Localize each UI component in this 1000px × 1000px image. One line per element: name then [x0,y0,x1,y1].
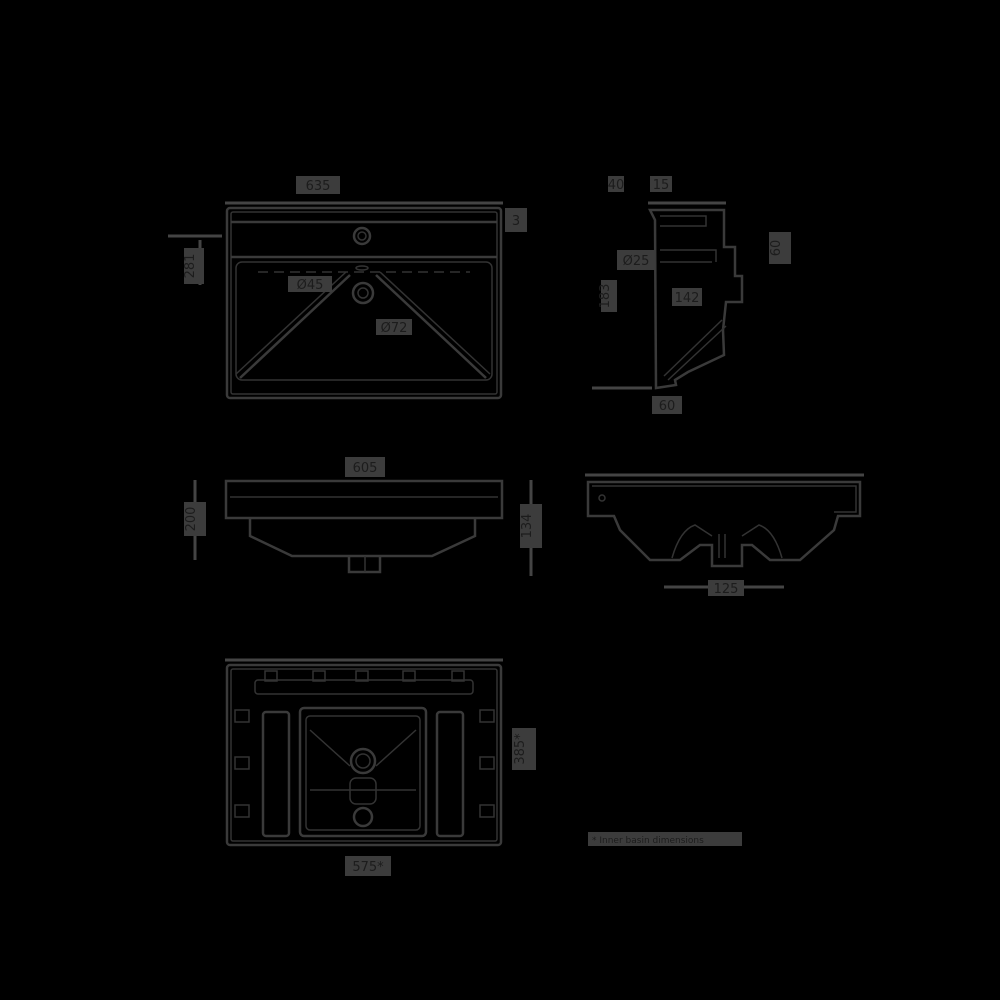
rear-view: 125 [585,473,864,597]
rear-profile [586,480,862,568]
bottom-rim-channel [254,679,474,695]
bottom-outline [225,663,503,847]
bottom-view: 575* 385* [225,658,536,876]
bottom-tap-hole-icon [352,806,374,828]
bottom-depth-label: 385* [513,733,528,765]
drain-icon [351,281,375,305]
front-bowl [248,518,477,558]
tap-hole-icon [352,226,372,246]
basin-outline [225,206,503,400]
side-view: 40 15 Ø25 142 183 60 60 [592,176,791,414]
front-rim [224,479,504,520]
bottom-bowl [298,706,428,838]
bowl-outline [235,261,493,381]
bottom-width-label: 575* [352,860,384,875]
front-right-height-label: 134 [520,514,535,539]
overflow-slot-icon [355,265,369,271]
drain-diameter-label: Ø72 [381,321,408,336]
left-rib [261,710,291,838]
rear-drain-width-label: 125 [714,582,739,597]
side-top-label: 15 [653,178,670,193]
side-height-label: 183 [598,284,613,309]
top-depth-label: 281 [183,254,198,279]
side-profile [647,208,744,390]
side-top-left-label: 40 [608,178,625,193]
dimension-note: * Inner basin dimensions [592,836,704,846]
mounting-tabs [234,670,495,818]
pipe-diameter-label: Ø25 [623,254,650,269]
top-view: 635 281 3 Ø45 Ø72 [168,176,527,400]
side-bottom-label: 60 [659,399,676,414]
overflow-diameter-label: Ø45 [297,278,324,293]
bottom-drain-icon [349,747,377,775]
front-width-label: 605 [353,461,378,476]
top-width-label: 635 [306,179,331,194]
basin-inner-outline [230,211,498,395]
front-left-height-label: 200 [184,507,199,532]
right-rib [435,710,465,838]
corner-label: 3 [512,214,520,229]
inner-depth-label: 142 [675,291,700,306]
side-right-label: 60 [769,240,784,257]
front-view: 605 200 134 [184,457,542,576]
